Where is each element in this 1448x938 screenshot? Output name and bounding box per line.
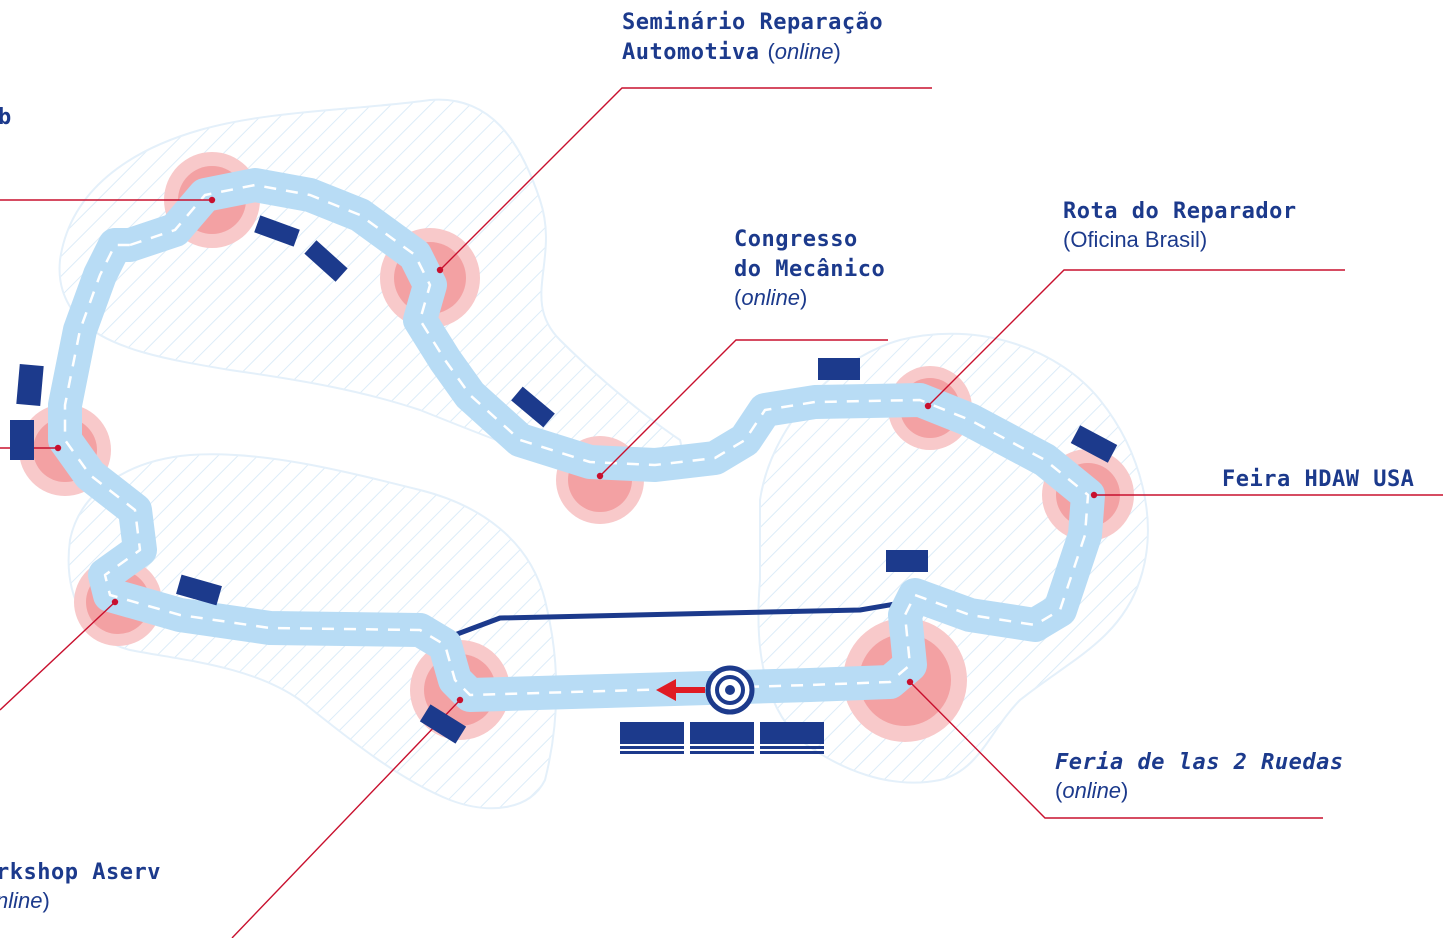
- leader-workshop: [231, 699, 461, 938]
- hdaw-title: Feira HDAW USA: [1222, 467, 1415, 492]
- label-rota: Rota do Reparador (Oficina Brasil): [1063, 197, 1297, 253]
- start-ring-icon: [705, 665, 755, 715]
- congresso-title-line2: do Mecânico: [734, 257, 886, 282]
- curb-blocks: [10, 215, 1118, 744]
- curb-block: [254, 215, 300, 247]
- leader-lines: [0, 87, 1443, 938]
- curb-block: [176, 574, 222, 606]
- seminario-title-line1: Seminário Reparação: [622, 10, 884, 35]
- workshop-title: rkshop Aserv: [0, 860, 161, 885]
- label-top-left: b: [0, 103, 12, 133]
- leader-congresso: [599, 339, 888, 477]
- track-center-lane: [63, 183, 1090, 697]
- curb-block: [886, 550, 928, 572]
- label-workshop: rkshop Aserv nline): [0, 858, 161, 914]
- leader-feria: [909, 681, 1323, 819]
- feria-sub: online: [1062, 778, 1122, 803]
- grid-block: [690, 722, 754, 754]
- rota-title: Rota do Reparador: [1063, 199, 1297, 224]
- label-feria: Feria de las 2 Ruedas (online): [1055, 750, 1344, 803]
- rota-sub: (Oficina Brasil): [1063, 227, 1208, 252]
- leader-dots: [54, 196, 1098, 704]
- curb-block: [818, 358, 860, 380]
- top-left-title-tail: b: [0, 105, 12, 130]
- feria-title: Feria de las 2 Ruedas: [1055, 750, 1344, 775]
- workshop-sub: nline: [0, 888, 43, 913]
- start-grid: [620, 722, 824, 754]
- congresso-title-line1: Congresso: [734, 227, 858, 252]
- seminario-title-line2: Automotiva: [622, 40, 760, 65]
- grid-block: [760, 722, 824, 754]
- direction-arrow-icon: [656, 679, 705, 701]
- congresso-sub: online: [741, 285, 801, 310]
- label-congresso: Congresso do Mecânico (online): [734, 227, 886, 310]
- grid-block: [620, 722, 684, 754]
- pit-lane: [451, 601, 896, 639]
- leader-seminario: [439, 87, 932, 271]
- curb-block: [511, 386, 555, 428]
- curb-block: [10, 420, 34, 460]
- curb-block: [419, 704, 467, 744]
- label-hdaw: Feira HDAW USA: [1222, 465, 1414, 495]
- leader-rota: [927, 269, 1345, 407]
- curb-block: [16, 364, 44, 406]
- leader-left-bottom: [0, 601, 116, 711]
- curb-block: [1070, 425, 1118, 463]
- curb-block: [304, 240, 348, 282]
- label-seminario: Seminário Reparação Automotiva(online): [622, 10, 884, 65]
- zone-top: [58, 98, 682, 479]
- seminario-sub: online: [774, 39, 834, 64]
